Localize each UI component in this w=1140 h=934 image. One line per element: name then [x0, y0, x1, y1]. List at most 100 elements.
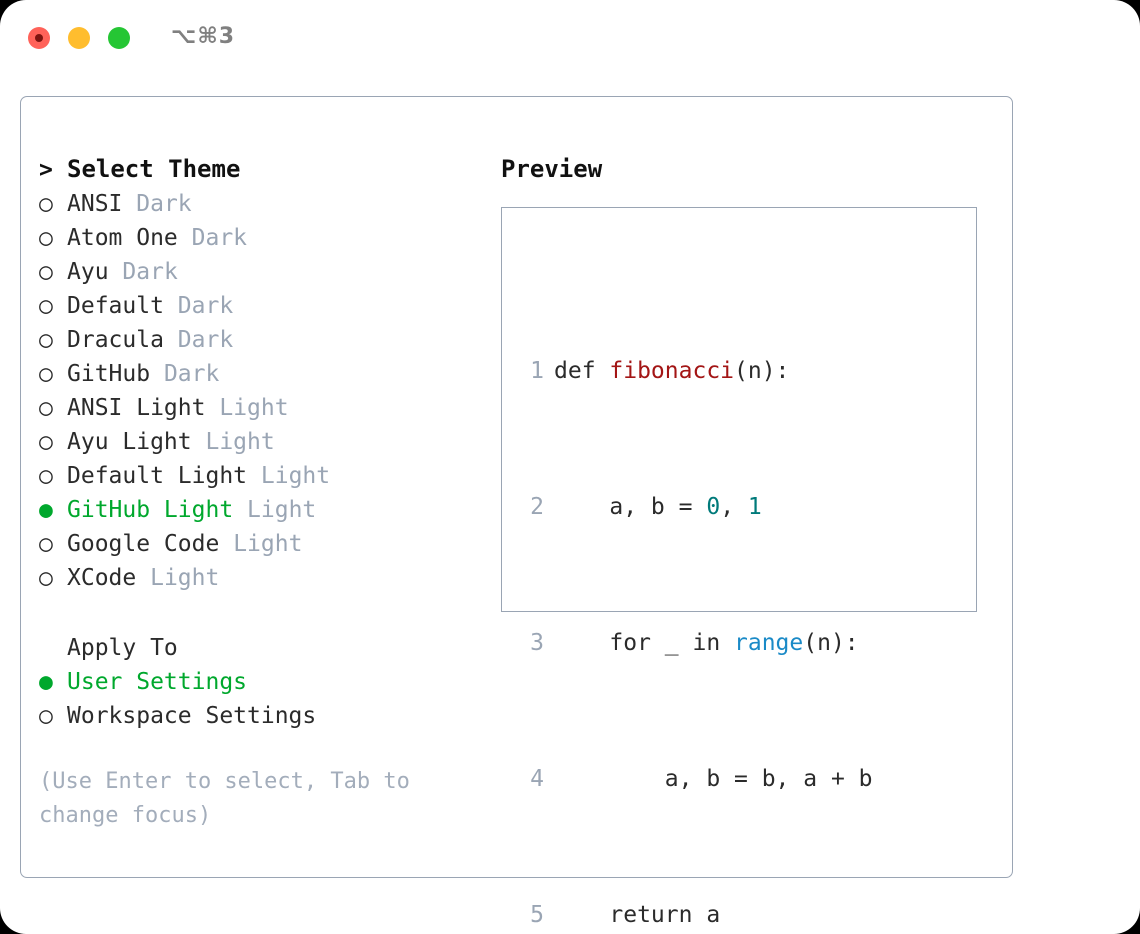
- select-theme-title: Select Theme: [67, 155, 241, 183]
- theme-option-atom-one-dark[interactable]: ○ Atom One Dark: [39, 221, 479, 255]
- keyboard-hint-text: (Use Enter to select, Tab to change focu…: [39, 769, 424, 828]
- theme-name: Dracula: [67, 327, 164, 353]
- code-token: ,: [720, 494, 748, 520]
- theme-name: GitHub: [67, 361, 151, 387]
- code-token-number: 0: [706, 494, 721, 520]
- code-line: 1 def fibonacci (n):: [520, 354, 900, 388]
- radio-unselected-icon[interactable]: ○: [39, 703, 53, 729]
- line-number: 1: [530, 358, 544, 384]
- theme-option-default-dark[interactable]: ○ Default Dark: [39, 289, 479, 323]
- theme-option-google-code-light[interactable]: ○ Google Code Light: [39, 527, 479, 561]
- theme-option-ansi-light[interactable]: ○ ANSI Light Light: [39, 391, 479, 425]
- minimize-window-button[interactable]: [68, 27, 90, 49]
- radio-unselected-icon[interactable]: ○: [39, 293, 53, 319]
- code-line: 4 a, b = b, a + b: [520, 762, 900, 796]
- radio-unselected-icon[interactable]: ○: [39, 327, 53, 353]
- theme-variant-label: Dark: [163, 361, 220, 387]
- radio-selected-icon[interactable]: ●: [39, 497, 53, 523]
- theme-variant: [233, 493, 247, 527]
- radio-unselected-icon[interactable]: ○: [39, 395, 53, 421]
- line-number: 5: [530, 902, 544, 928]
- theme-name: Ayu Light: [67, 429, 192, 455]
- theme-variant: [219, 527, 233, 561]
- theme-selection-column: > Select Theme ○ ANSI Dark ○ Atom One Da…: [39, 151, 479, 833]
- line-number: 4: [530, 766, 544, 792]
- theme-option-dracula-dark[interactable]: ○ Dracula Dark: [39, 323, 479, 357]
- theme-variant: [247, 459, 261, 493]
- code-token-function: fibonacci: [609, 358, 735, 384]
- code-preview: 1 def fibonacci (n): 2 a, b = 0 , 1: [520, 252, 900, 934]
- section-spacer: [39, 595, 479, 631]
- theme-option-xcode-light[interactable]: ○ XCode Light: [39, 561, 479, 595]
- code-token-builtin: range: [734, 630, 804, 656]
- apply-to-label: User Settings: [67, 669, 248, 695]
- radio-unselected-icon[interactable]: ○: [39, 463, 53, 489]
- prompt-caret-icon: >: [39, 157, 53, 183]
- code-token: (n):: [803, 630, 859, 656]
- code-token: a, b = b, a + b: [554, 766, 873, 792]
- code-token-number: 1: [747, 494, 762, 520]
- apply-to-title: Apply To: [67, 635, 178, 661]
- theme-variant-label: Light: [219, 395, 289, 421]
- theme-variant-label: Dark: [122, 259, 178, 285]
- theme-variant: [122, 187, 136, 221]
- theme-option-ayu-light[interactable]: ○ Ayu Light Light: [39, 425, 479, 459]
- radio-selected-icon[interactable]: ●: [39, 669, 53, 695]
- theme-variant-label: Light: [205, 429, 275, 455]
- apply-to-option-workspace-settings[interactable]: ○ Workspace Settings: [39, 699, 479, 733]
- radio-unselected-icon[interactable]: ○: [39, 565, 53, 591]
- code-token: return a: [554, 902, 721, 928]
- radio-unselected-icon[interactable]: ○: [39, 531, 53, 557]
- radio-unselected-icon[interactable]: ○: [39, 191, 53, 217]
- close-window-button[interactable]: [28, 27, 50, 49]
- keyboard-shortcut-label: ⌥⌘3: [171, 24, 236, 49]
- theme-name: Google Code: [67, 531, 220, 557]
- select-theme-header: > Select Theme: [39, 151, 479, 187]
- theme-name: Atom One: [67, 225, 178, 251]
- code-line: 5 return a: [520, 898, 900, 932]
- theme-name: GitHub Light: [67, 497, 234, 523]
- line-number: 2: [530, 494, 544, 520]
- theme-variant: [205, 391, 219, 425]
- theme-variant: [136, 561, 150, 595]
- radio-unselected-icon[interactable]: ○: [39, 429, 53, 455]
- radio-unselected-icon[interactable]: ○: [39, 225, 53, 251]
- maximize-window-button[interactable]: [108, 27, 130, 49]
- main-panel: > Select Theme ○ ANSI Dark ○ Atom One Da…: [20, 96, 1013, 928]
- theme-name: XCode: [67, 565, 137, 591]
- theme-variant-label: Dark: [177, 327, 234, 353]
- apply-to-option-user-settings[interactable]: ● User Settings: [39, 665, 479, 699]
- theme-option-ayu-dark[interactable]: ○ Ayu Dark: [39, 255, 479, 289]
- title-bar: ⌥⌘3: [0, 0, 1140, 76]
- line-number: 3: [530, 630, 544, 656]
- code-line: 3 for _ in range (n):: [520, 626, 900, 660]
- theme-variant: [150, 357, 164, 391]
- radio-unselected-icon[interactable]: ○: [39, 361, 53, 387]
- theme-variant-label: Dark: [136, 191, 192, 217]
- theme-option-ansi-dark[interactable]: ○ ANSI Dark: [39, 187, 479, 221]
- theme-option-github-dark[interactable]: ○ GitHub Dark: [39, 357, 479, 391]
- code-token: for _ in: [554, 630, 735, 656]
- code-token: a, b =: [554, 494, 707, 520]
- theme-variant-label: Dark: [177, 293, 234, 319]
- theme-option-github-light[interactable]: ● GitHub Light Light: [39, 493, 479, 527]
- theme-variant: [178, 221, 192, 255]
- code-token: (n):: [734, 358, 790, 384]
- theme-variant-label: Light: [260, 463, 331, 489]
- theme-variant-label: Light: [150, 565, 220, 591]
- apply-to-label: Workspace Settings: [67, 703, 317, 729]
- apply-to-header: ○ Apply To: [39, 631, 479, 665]
- preview-heading: Preview: [501, 155, 603, 183]
- radio-unselected-icon[interactable]: ○: [39, 259, 53, 285]
- theme-name: ANSI Light: [67, 395, 206, 421]
- theme-variant: [192, 425, 206, 459]
- apply-to-marker-spacer: ○: [39, 631, 67, 665]
- theme-variant: [164, 323, 178, 357]
- code-token: def: [554, 358, 610, 384]
- theme-variant-label: Light: [247, 497, 317, 523]
- theme-name: Ayu: [67, 259, 109, 285]
- theme-option-default-light[interactable]: ○ Default Light Light: [39, 459, 479, 493]
- theme-variant-label: Light: [233, 531, 303, 557]
- preview-column: Preview 1 def fibonacci (n): 2 a, b =: [501, 151, 1001, 928]
